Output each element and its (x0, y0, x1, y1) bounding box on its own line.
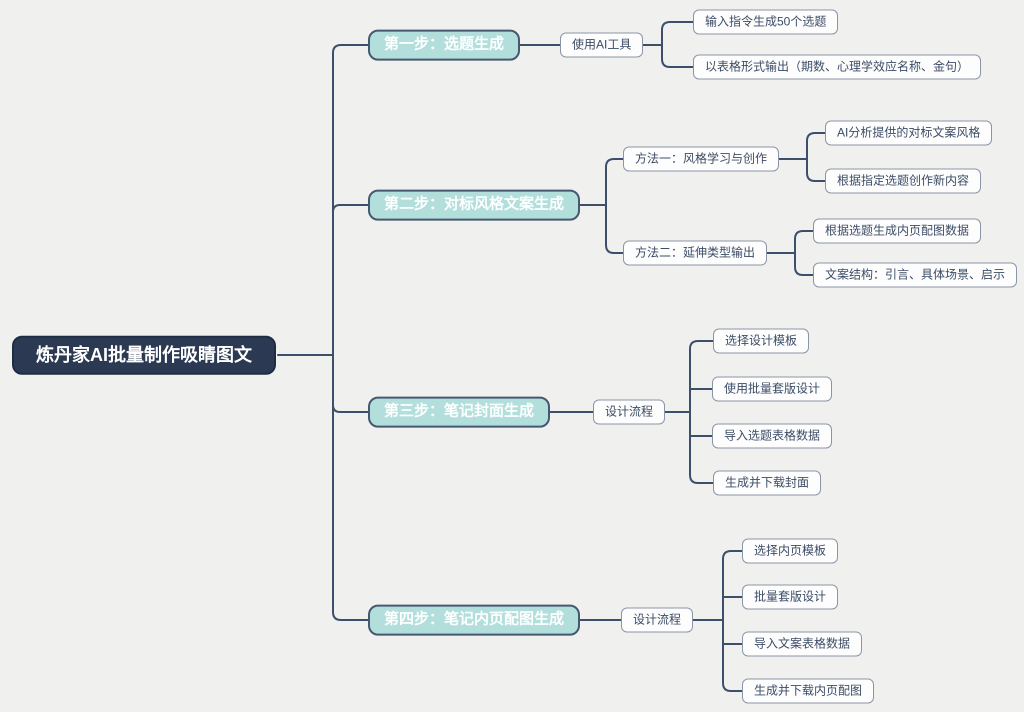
node-batch-template-design-inner[interactable]: 批量套版设计 (742, 584, 839, 610)
node-import-topic-table[interactable]: 导入选题表格数据 (712, 423, 833, 449)
branch-node-step2[interactable]: 第二步：对标风格文案生成 (368, 189, 581, 221)
node-use-ai-tool[interactable]: 使用AI工具 (560, 32, 644, 58)
branch-node-step3[interactable]: 第三步：笔记封面生成 (368, 396, 551, 428)
branch-node-step1[interactable]: 第一步：选题生成 (368, 29, 521, 61)
node-design-flow-cover[interactable]: 设计流程 (593, 399, 666, 425)
node-import-copy-table[interactable]: 导入文案表格数据 (742, 631, 863, 657)
node-design-flow-inner[interactable]: 设计流程 (621, 607, 694, 633)
node-choose-inner-template[interactable]: 选择内页模板 (742, 538, 839, 564)
node-copy-structure[interactable]: 文案结构：引言、具体场景、启示 (813, 262, 1018, 288)
node-generate-download-cover[interactable]: 生成并下载封面 (713, 470, 822, 496)
branch-node-step4[interactable]: 第四步：笔记内页配图生成 (368, 604, 581, 636)
node-choose-design-template[interactable]: 选择设计模板 (713, 328, 810, 354)
node-method-1[interactable]: 方法一：风格学习与创作 (623, 146, 780, 172)
node-method-2[interactable]: 方法二：延伸类型输出 (623, 240, 768, 266)
node-generate-download-inner[interactable]: 生成并下载内页配图 (742, 678, 875, 704)
root-node[interactable]: 炼丹家AI批量制作吸睛图文 (12, 335, 276, 375)
node-inner-image-data[interactable]: 根据选题生成内页配图数据 (813, 218, 982, 244)
node-generate-50-topics[interactable]: 输入指令生成50个选题 (693, 9, 839, 35)
node-table-output[interactable]: 以表格形式输出（期数、心理学效应名称、金句） (693, 54, 982, 80)
node-create-new-content[interactable]: 根据指定选题创作新内容 (825, 168, 982, 194)
node-batch-template-design-cover[interactable]: 使用批量套版设计 (712, 376, 833, 402)
node-ai-analyze-style[interactable]: AI分析提供的对标文案风格 (825, 120, 993, 146)
